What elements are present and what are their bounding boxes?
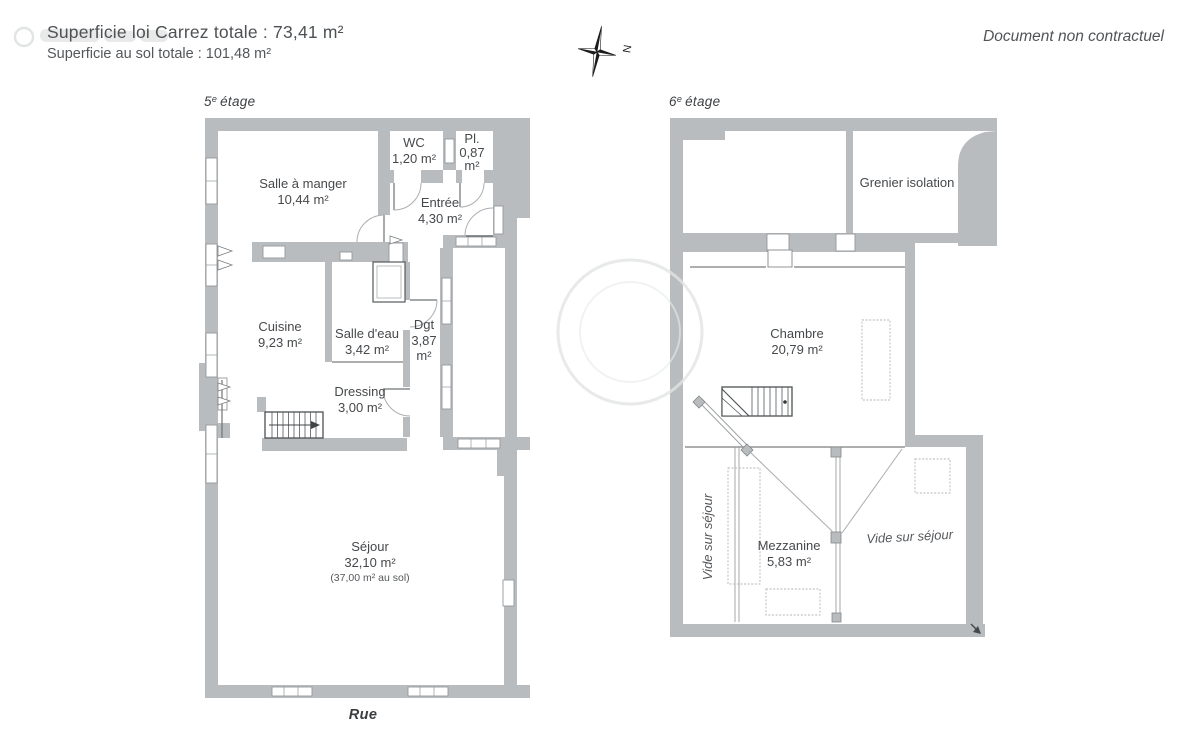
compass-rose: N (578, 26, 633, 77)
floor6-walls (670, 118, 997, 637)
room-label-degagement: Dgt (414, 317, 435, 332)
room-label-grenier: Grenier isolation (860, 175, 955, 190)
room-area-unit-degagement: m² (416, 348, 432, 363)
room-label-entree: Entrée (421, 195, 459, 210)
label-vide-sur-sejour-gauche: Vide sur séjour (700, 493, 715, 580)
room-area-entree: 4,30 m² (418, 211, 463, 226)
room-area-mezzanine: 5,83 m² (767, 554, 812, 569)
floor5-sup: e (211, 94, 218, 104)
floor5-room-labels: Salle à manger 10,44 m² WC 1,20 m² Pl. 0… (258, 131, 485, 584)
room-label-chambre: Chambre (770, 326, 823, 341)
room-area-chambre: 20,79 m² (771, 342, 823, 357)
floor5-wall-features (217, 235, 515, 607)
floor5-shower (372, 261, 406, 303)
floor6-mezzanine-structure (734, 446, 903, 623)
floor5-plan: Salle à manger 10,44 m² WC 1,20 m² Pl. 0… (199, 118, 530, 698)
room-label-placard: Pl. (464, 131, 479, 146)
room-area-unit-placard: m² (464, 158, 480, 173)
floor6-slope-arrow (970, 623, 981, 634)
room-label-mezzanine: Mezzanine (758, 538, 821, 553)
floor6-number: 6 (669, 94, 677, 109)
room-label-dressing: Dressing (334, 384, 385, 399)
room-label-salle-deau: Salle d'eau (335, 326, 399, 341)
room-label-wc: WC (403, 135, 425, 150)
street-label: Rue (348, 707, 378, 723)
floor6-wall-features (685, 233, 905, 448)
floor6-furniture (727, 319, 951, 616)
room-area-placard: 0,87 (459, 145, 484, 160)
floor5-staircase (264, 411, 324, 439)
title-carrez-total: Superficie loi Carrez totale : 73,41 m² (47, 22, 344, 42)
compass-north-label: N (620, 44, 633, 54)
label-vide-sur-sejour-droit: Vide sur séjour (866, 527, 954, 547)
floor5-number: 5 (204, 94, 212, 109)
room-area-degagement: 3,87 (411, 333, 436, 348)
room-area-wc: 1,20 m² (392, 151, 437, 166)
floor6-plan: Grenier isolation Chambre 20,79 m² Mezza… (670, 118, 997, 637)
room-area-cuisine: 9,23 m² (258, 335, 303, 350)
room-label-salle-a-manger: Salle à manger (259, 176, 347, 191)
floor5-word: étage (220, 94, 256, 109)
floor6-room-labels: Grenier isolation Chambre 20,79 m² Mezza… (700, 175, 954, 580)
room-area-salle-deau: 3,42 m² (345, 342, 390, 357)
floor6-word: étage (685, 94, 721, 109)
room-area-dressing: 3,00 m² (338, 400, 383, 415)
room-area-salle-a-manger: 10,44 m² (277, 192, 329, 207)
floor6-sup: e (676, 94, 683, 104)
disclaimer-text: Document non contractuel (983, 28, 1164, 45)
floor6-staircase (721, 386, 793, 417)
floor5-doors (356, 182, 494, 417)
room-label-sejour: Séjour (351, 539, 389, 554)
floor5-windows (205, 138, 504, 697)
room-area-sejour: 32,10 m² (344, 555, 396, 570)
title-floor-area-total: Superficie au sol totale : 101,48 m² (47, 46, 272, 62)
room-note-sejour: (37,00 m² au sol) (330, 572, 409, 584)
room-label-cuisine: Cuisine (258, 319, 301, 334)
